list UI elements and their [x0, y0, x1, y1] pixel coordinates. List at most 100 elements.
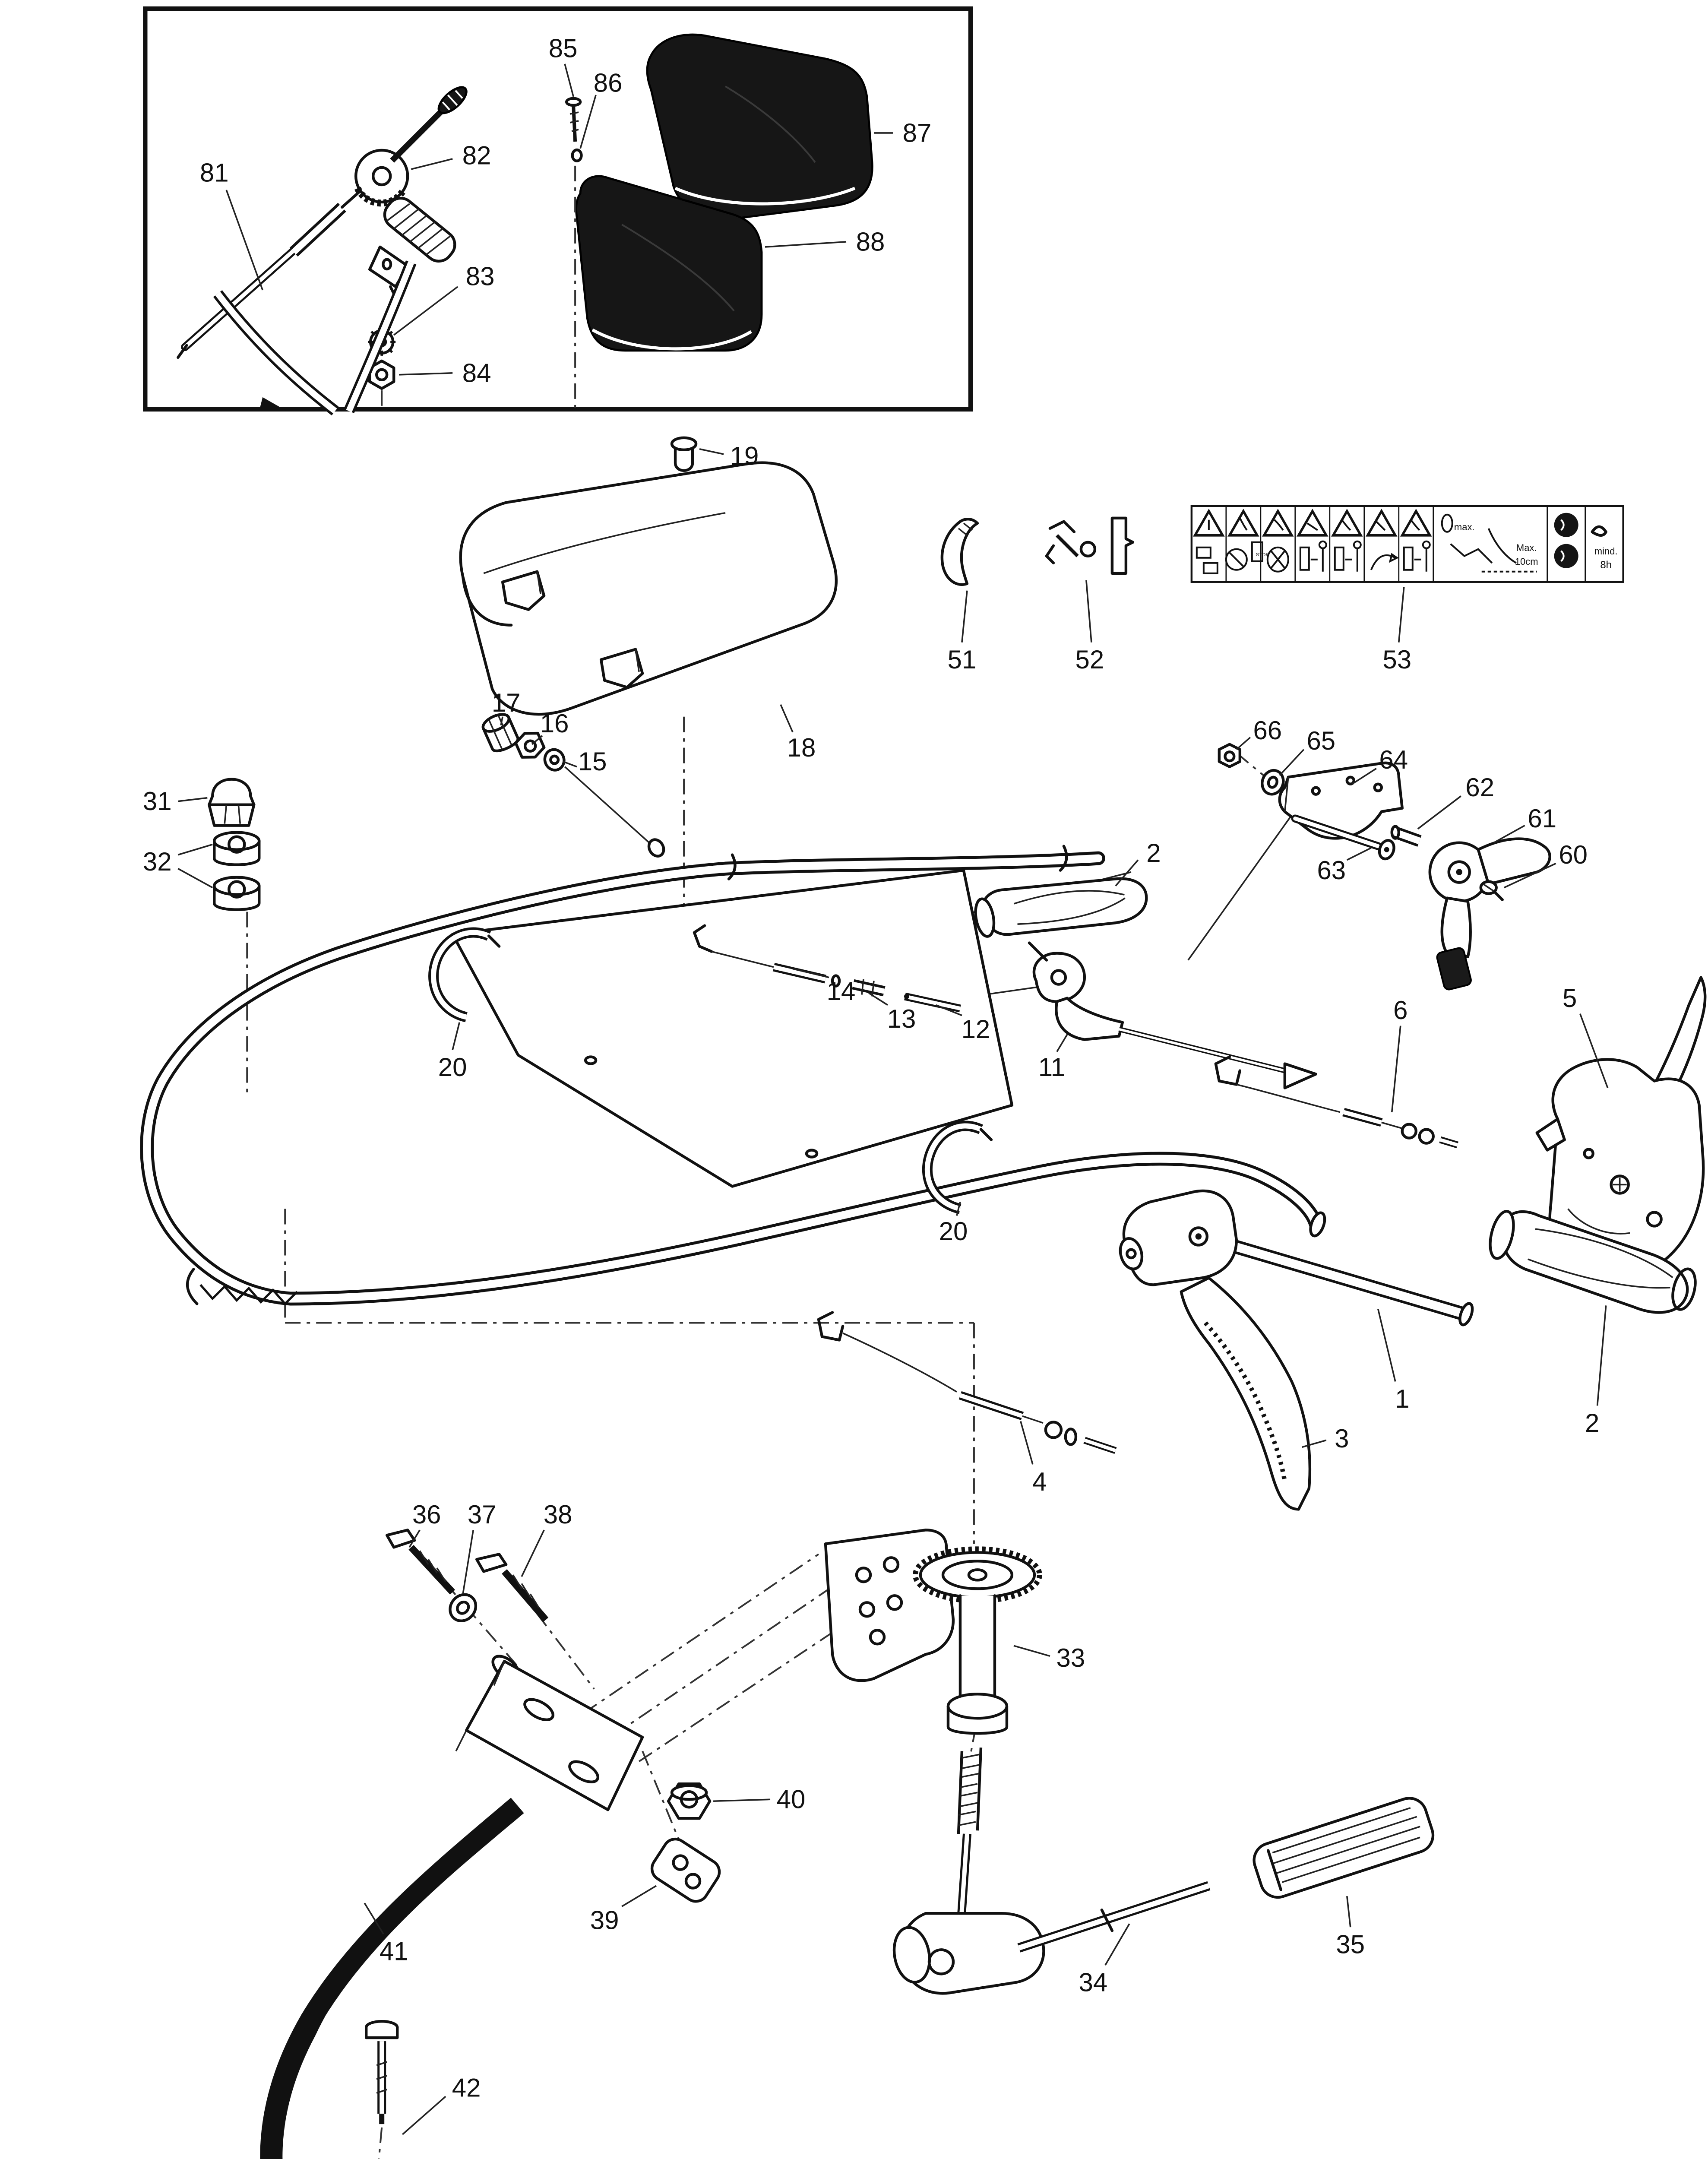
part-label-34: 34 [1079, 1968, 1108, 1997]
swivel-bracket-33 [824, 1529, 1042, 1735]
leader-line [1056, 1034, 1068, 1052]
leader-line [1020, 1421, 1034, 1465]
leader-line [699, 448, 724, 455]
nut-40 [667, 1782, 712, 1820]
part-label-52: 52 [1075, 645, 1104, 674]
leader-line [1596, 1305, 1607, 1406]
leader-line [621, 1885, 657, 1907]
leader-line [1279, 749, 1305, 776]
hex-nuts-32 [213, 831, 261, 911]
pin-19 [670, 436, 698, 472]
leader-line [713, 1798, 771, 1802]
bolt-38 [475, 1553, 549, 1622]
leader-line [563, 760, 577, 768]
clamp-20-lower [922, 1121, 993, 1214]
leader-line [780, 704, 794, 733]
leader-line [1417, 795, 1461, 830]
part-label-38: 38 [544, 1500, 572, 1529]
leader-line [579, 95, 597, 149]
leader-line [462, 1530, 474, 1594]
leader-line [402, 2096, 446, 2135]
leader-line [500, 716, 503, 726]
part-label-82: 82 [462, 141, 491, 170]
leader-line [936, 1004, 962, 1016]
plate-39 [650, 1837, 721, 1903]
throttle-housing-5 [1535, 976, 1707, 1285]
washer-65 [1261, 769, 1285, 796]
part-label-88: 88 [856, 227, 885, 256]
part-label-2a: 2 [1146, 839, 1161, 867]
part-label-5: 5 [1563, 984, 1577, 1013]
leader-line [1115, 859, 1139, 886]
bushing-62 [1390, 825, 1422, 847]
leader-line [1236, 737, 1251, 750]
cable-14 [693, 924, 841, 988]
part-label-16: 16 [540, 709, 569, 738]
leader-line [1377, 1309, 1396, 1382]
part-label-60: 60 [1559, 840, 1588, 869]
leader-line [1013, 1645, 1050, 1657]
part-label-65: 65 [1306, 726, 1335, 755]
adjuster-13 [852, 979, 886, 997]
leader-line [961, 590, 968, 643]
part-label-2b: 2 [1585, 1409, 1599, 1437]
cam-lever-82 [354, 86, 468, 207]
part-label-36: 36 [412, 1500, 441, 1529]
part-label-42: 42 [452, 2074, 481, 2102]
washer-86 [571, 148, 583, 162]
leader-line [364, 1903, 384, 1935]
leader-line [792, 968, 829, 978]
washer-15 [543, 748, 665, 858]
throttle-lever-61 [1428, 837, 1551, 991]
part-label-12: 12 [962, 1015, 990, 1044]
part-label-86: 86 [594, 68, 623, 97]
warning-stop-text: STOP [1256, 552, 1269, 557]
cable-4 [817, 1311, 1117, 1454]
leader-line [411, 158, 453, 170]
warning-10cm-text: 10cm [1515, 556, 1538, 567]
leader-line [177, 843, 213, 856]
leader-line [1085, 580, 1092, 643]
part-label-83: 83 [466, 262, 495, 291]
part-label-53: 53 [1382, 645, 1411, 674]
leader-line [956, 1202, 961, 1216]
leader-line [1391, 1026, 1401, 1112]
t-screw-34 [892, 1747, 1211, 1995]
washer-37 [449, 1593, 478, 1622]
part-label-85: 85 [549, 34, 578, 63]
inset-handlebar-tube [213, 260, 417, 416]
leader-line [1398, 587, 1405, 643]
leader-line [225, 190, 263, 291]
leader-line [1104, 1923, 1130, 1966]
part-label-51: 51 [948, 645, 977, 674]
part-label-11: 11 [1038, 1053, 1065, 1082]
part-label-63: 63 [1317, 856, 1346, 885]
leader-line [521, 1529, 545, 1577]
inset-box [143, 6, 973, 416]
part-label-84: 84 [462, 358, 491, 387]
part-label-64: 64 [1379, 745, 1408, 774]
part-label-61: 61 [1528, 804, 1556, 833]
warning-max-text: max. [1454, 522, 1475, 532]
part-label-19: 19 [730, 441, 759, 470]
pin-12 [904, 992, 961, 1013]
leader-line [178, 797, 208, 802]
leader-line [765, 241, 847, 248]
part-label-37: 37 [468, 1500, 497, 1529]
inset-grip [383, 196, 456, 263]
leader-line [1503, 863, 1556, 889]
part-label-3: 3 [1335, 1424, 1349, 1453]
leader-line [564, 63, 574, 97]
handlebar-tube [140, 845, 1326, 1306]
part-label-32: 32 [143, 847, 172, 876]
leader-line [399, 372, 453, 376]
part-label-1: 1 [1395, 1384, 1409, 1413]
cover-half-87 [646, 33, 873, 220]
acorn-nut-31 [208, 778, 256, 827]
channel-bracket-41 [260, 1660, 644, 2159]
leader-line [1346, 1896, 1351, 1928]
leader-line [452, 1022, 460, 1050]
grip-2-upper [974, 877, 1148, 938]
